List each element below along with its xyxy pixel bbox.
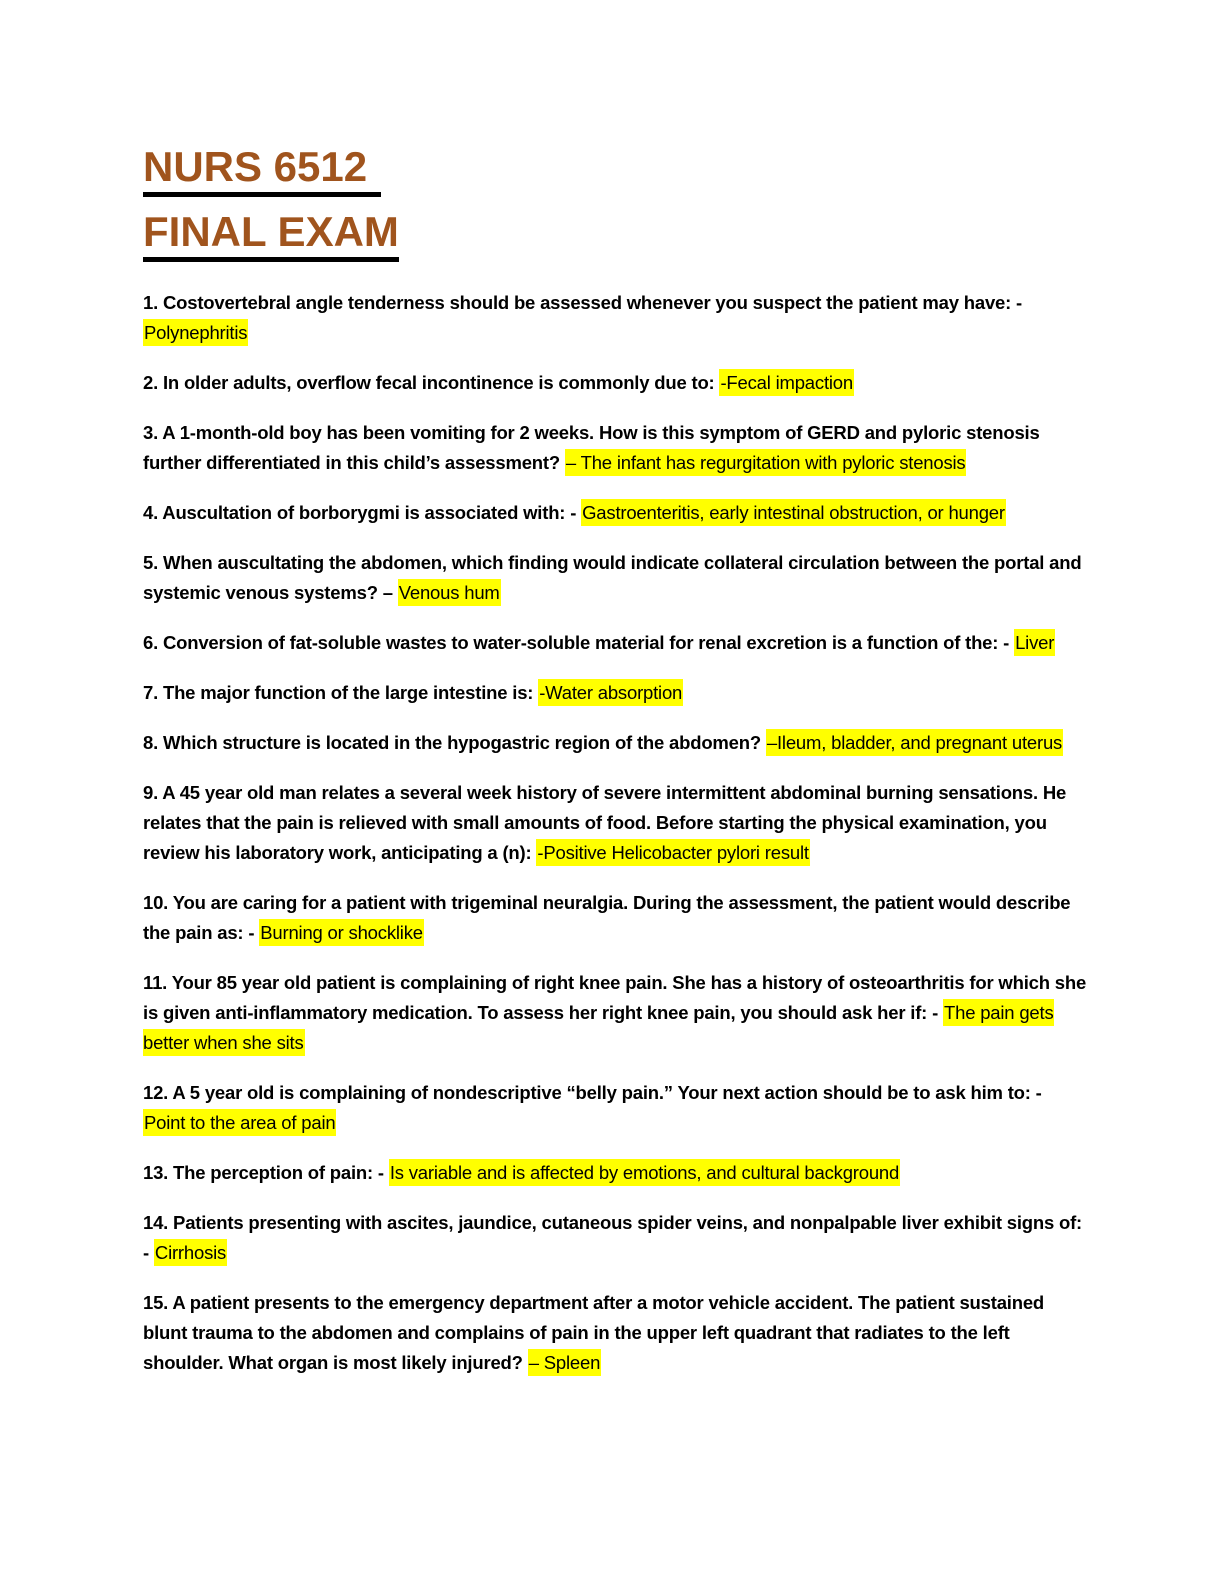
document-title: NURS 6512 FINAL EXAM <box>143 145 1087 262</box>
question-text: 15. A patient presents to the emergency … <box>143 1291 1045 1373</box>
question-item-3: 3. A 1-month-old boy has been vomiting f… <box>143 418 1087 478</box>
question-text: 7. The major function of the large intes… <box>143 681 539 703</box>
question-item-14: 14. Patients presenting with ascites, ja… <box>143 1208 1087 1268</box>
question-text: 13. The perception of pain: - <box>143 1161 389 1183</box>
question-text: 12. A 5 year old is complaining of nonde… <box>143 1081 1042 1103</box>
answer-highlight: Is variable and is affected by emotions,… <box>388 1158 901 1186</box>
question-text: 3. A 1-month-old boy has been vomiting f… <box>143 421 1040 473</box>
question-item-12: 12. A 5 year old is complaining of nonde… <box>143 1078 1087 1138</box>
answer-highlight: –Ileum, bladder, and pregnant uterus <box>765 728 1064 756</box>
question-text: 10. You are caring for a patient with tr… <box>143 891 1071 943</box>
question-text: 8. Which structure is located in the hyp… <box>143 731 766 753</box>
question-item-11: 11. Your 85 year old patient is complain… <box>143 968 1087 1058</box>
question-text: 11. Your 85 year old patient is complain… <box>143 971 1087 1023</box>
question-item-1: 1. Costovertebral angle tenderness shoul… <box>143 288 1087 348</box>
title-line-course: NURS 6512 <box>143 145 382 197</box>
question-item-4: 4. Auscultation of borborygmi is associa… <box>143 498 1087 528</box>
question-item-5: 5. When auscultating the abdomen, which … <box>143 548 1087 608</box>
question-item-7: 7. The major function of the large intes… <box>143 678 1087 708</box>
question-item-10: 10. You are caring for a patient with tr… <box>143 888 1087 948</box>
question-text: 6. Conversion of fat-soluble wastes to w… <box>143 631 1015 653</box>
answer-highlight: Point to the area of pain <box>143 1108 337 1136</box>
answer-highlight: -Positive Helicobacter pylori result <box>536 838 810 866</box>
question-text: 9. A 45 year old man relates a several w… <box>143 781 1067 863</box>
question-item-2: 2. In older adults, overflow fecal incon… <box>143 368 1087 398</box>
question-text: 2. In older adults, overflow fecal incon… <box>143 371 720 393</box>
answer-highlight: Venous hum <box>397 578 501 606</box>
answer-highlight: – The infant has regurgitation with pylo… <box>564 448 967 476</box>
question-item-6: 6. Conversion of fat-soluble wastes to w… <box>143 628 1087 658</box>
answer-highlight: Cirrhosis <box>153 1238 228 1266</box>
question-item-15: 15. A patient presents to the emergency … <box>143 1288 1087 1378</box>
answer-highlight: -Water absorption <box>538 678 684 706</box>
answer-highlight: Gastroenteritis, early intestinal obstru… <box>581 498 1006 526</box>
question-item-8: 8. Which structure is located in the hyp… <box>143 728 1087 758</box>
answer-highlight: Liver <box>1014 628 1056 656</box>
answer-highlight: -Fecal impaction <box>719 368 854 396</box>
title-line-exam: FINAL EXAM <box>143 210 399 262</box>
answer-highlight: Polynephritis <box>143 318 249 346</box>
answer-highlight: – Spleen <box>527 1348 602 1376</box>
answer-highlight: Burning or shocklike <box>259 918 424 946</box>
question-text: 14. Patients presenting with ascites, ja… <box>143 1211 1083 1263</box>
question-text: 1. Costovertebral angle tenderness shoul… <box>143 291 1022 313</box>
document-content: NURS 6512 FINAL EXAM 1. Costovertebral a… <box>143 145 1087 1398</box>
question-text: 4. Auscultation of borborygmi is associa… <box>143 501 582 523</box>
question-text: 5. When auscultating the abdomen, which … <box>143 551 1082 603</box>
question-item-9: 9. A 45 year old man relates a several w… <box>143 778 1087 868</box>
question-item-13: 13. The perception of pain: - Is variabl… <box>143 1158 1087 1188</box>
